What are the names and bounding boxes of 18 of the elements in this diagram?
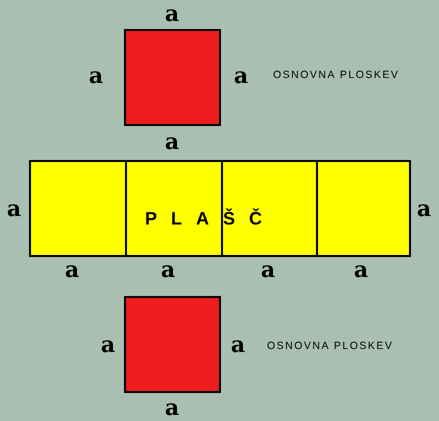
dimension-label: a bbox=[260, 259, 276, 281]
dimension-label: a bbox=[160, 259, 176, 281]
dimension-label: a bbox=[416, 198, 432, 220]
face-label: OSNOVNA PLOSKEV bbox=[267, 340, 394, 352]
lateral-surface-band bbox=[29, 160, 411, 257]
dimension-label: a bbox=[88, 65, 104, 87]
dimension-label: a bbox=[234, 65, 248, 87]
dimension-label: a bbox=[100, 334, 116, 356]
square-face bbox=[124, 296, 221, 393]
dimension-label: a bbox=[230, 334, 246, 356]
face-label: OSNOVNA PLOSKEV bbox=[273, 69, 400, 81]
dimension-label: a bbox=[6, 198, 22, 220]
dimension-label: a bbox=[164, 397, 180, 419]
square-face bbox=[124, 29, 221, 126]
dimension-label: a bbox=[164, 131, 180, 153]
dimension-label: a bbox=[354, 259, 368, 281]
dimension-label: a bbox=[64, 259, 80, 281]
dimension-label: a bbox=[164, 3, 180, 25]
